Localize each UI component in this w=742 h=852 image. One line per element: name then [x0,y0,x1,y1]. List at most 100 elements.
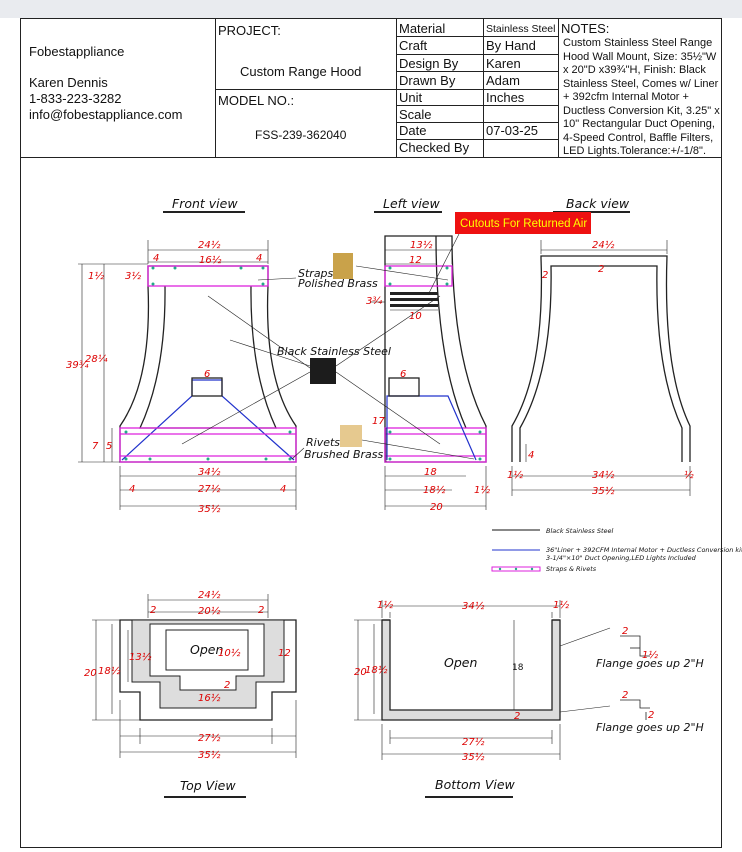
spec-key: Material [399,21,446,36]
dim-label: 27½ [462,736,485,748]
dim-label: 1½ [553,599,569,611]
cutouts-callout-text: Cutouts For Returned Air [460,218,587,230]
cutouts-callout [455,212,591,234]
dim-label: 13½ [129,651,152,663]
dim-label: 5 [106,441,112,452]
dim-label: 16½ [199,254,222,266]
project-label: PROJECT: [218,23,281,38]
left-view [384,235,487,463]
dim-label: 34½ [592,469,615,481]
return-air-vents [390,292,438,307]
spec-value: By Hand [486,38,536,53]
dim-label: 20 [354,667,367,678]
brushed-brass-swatch [340,425,362,447]
bottom-open-label: Open [444,655,477,670]
dim-label: 18½ [423,484,446,496]
legend-liner-2: 3-1/4"×10" Duct Opening,LED Lights Inclu… [546,554,697,562]
spec-key: Design By [399,56,459,71]
dim-label: 18 [512,663,524,673]
dim-label: 13½ [410,239,433,251]
dim-label: 34½ [462,600,485,612]
spec-value: Stainless Steel [486,23,556,35]
dim-label: 1½ [88,270,104,282]
view-title-top: Top View [180,778,236,793]
polished-brass-swatch [333,253,353,279]
dim-label: 35½ [462,751,485,763]
spec-key: Scale [399,107,432,122]
spec-key: Unit [399,90,423,105]
view-title-back: Back view [566,196,630,211]
dim-label: 27½ [198,732,221,744]
spec-key: Craft [399,38,428,53]
dim-label: 35½ [592,485,615,497]
legend-black: Black Stainless Steel [546,527,614,535]
dim-label: 20 [84,668,97,679]
company-name: Fobestappliance [29,44,125,59]
spec-key: Drawn By [399,73,456,88]
dim-label: 24½ [592,239,615,251]
spec-value: Adam [486,73,520,88]
dim-label: 27½ [198,483,221,495]
dim-label: 12 [278,648,291,659]
dim-label: 4 [153,253,159,264]
viewer-toolbar [0,0,742,18]
dim-label: 4 [256,253,262,264]
dim-label: 1½ [377,599,393,611]
dim-label: 1½ [507,469,523,481]
front-view [119,265,297,463]
dim-label: 24½ [198,239,221,251]
dim-label: 1½ [642,649,658,661]
spec-value: Karen [486,56,521,71]
view-title-bottom: Bottom View [435,777,516,792]
contact-phone: 1-833-223-3282 [29,91,122,106]
dim-label: 3½ [125,270,141,282]
dim-label: 2 [224,680,230,691]
notes-title: NOTES: [561,21,610,36]
contact-email: info@fobestappliance.com [29,107,183,122]
dim-label: 35½ [198,503,221,515]
black-stainless-label: Black Stainless Steel [277,345,391,358]
dim-label: 4 [280,484,286,495]
dim-label: 1½ [474,484,490,496]
dim-label: 18 [424,467,437,478]
dim-label: 2 [622,626,628,637]
back-view [511,255,691,462]
contact-name: Karen Dennis [29,75,108,90]
dim-label: 2 [542,270,548,281]
dim-label: 2 [258,605,264,616]
dim-label: 4 [129,484,135,495]
dim-label: 18½ [365,664,388,676]
spec-value: 07-03-25 [486,123,539,138]
flange-label-1: Flange goes up 2"H [596,657,704,670]
view-title-left: Left view [383,196,440,211]
straps-finish-label: Polished Brass [298,277,378,290]
dim-label: 7 [92,441,99,452]
dim-label: 12 [409,255,422,266]
dim-label: 17 [372,416,385,427]
dim-label: 20½ [198,605,221,617]
flange-label-2: Flange goes up 2"H [596,721,704,734]
spec-key: Date [399,123,427,138]
dim-label: 2 [622,690,628,701]
top-open-label: Open [190,642,223,657]
spec-key: Checked By [399,140,470,155]
view-title-front: Front view [172,196,238,211]
dim-label: 35½ [198,749,221,761]
dim-label: 34½ [198,466,221,478]
dim-label: ½ [684,469,694,481]
legend-straps: Straps & Rivets [546,565,597,573]
dim-label: 20 [430,502,443,513]
legend-liner: 36"Liner + 392CFM Internal Motor + Ductl… [546,546,742,554]
flange-detail [620,635,650,720]
top-view [119,619,297,721]
dim-label: 10 [409,311,422,322]
straps-label: Straps [298,267,334,280]
dim-label: 2 [598,264,604,275]
dim-label: 10½ [218,647,241,659]
dim-label: 6 [204,369,210,380]
bottom-view [381,619,561,721]
dim-label: 4 [528,450,534,461]
model-value: FSS-239-362040 [255,128,347,142]
dim-label: 28¼ [85,353,108,365]
